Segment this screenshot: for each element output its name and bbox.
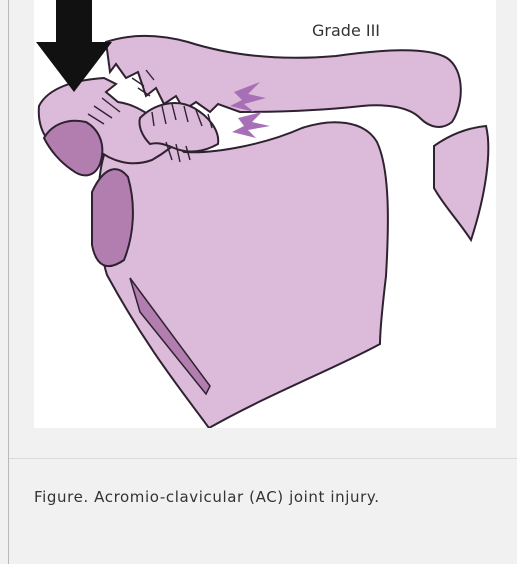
left-border (8, 0, 9, 564)
illustration-svg: Grade III (34, 0, 496, 428)
scapula-body (98, 122, 388, 428)
figure-caption: Figure. Acromio-clavicular (AC) joint in… (34, 488, 380, 506)
grade-label: Grade III (312, 21, 380, 40)
caption-divider (9, 458, 517, 459)
ac-joint-illustration: Grade III (34, 0, 496, 428)
spine-fragment (434, 126, 488, 240)
glenoid-shadow (92, 169, 133, 266)
acromion-face (44, 121, 102, 176)
pain-spark-icon-2 (232, 112, 270, 138)
